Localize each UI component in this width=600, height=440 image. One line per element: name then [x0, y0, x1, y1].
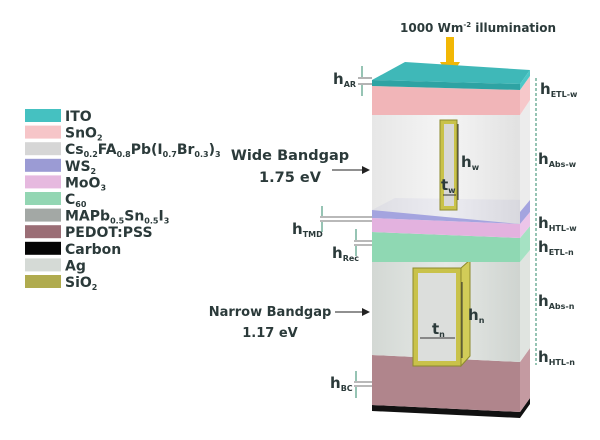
label-h-n: hn	[468, 306, 485, 325]
legend-swatch-carbon	[25, 241, 61, 255]
label-h-tmd: hTMD	[292, 220, 323, 239]
legend-label-narrow-perovskite: MAPb0.5Sn0.5I3	[65, 209, 169, 226]
legend-swatch-narrow-perovskite	[25, 208, 61, 222]
label-h-htl-n: hHTL-n	[538, 348, 575, 367]
legend-swatch-sno2	[25, 125, 61, 139]
label-h-rec: hRec	[332, 244, 359, 263]
label-h-etl-w: hETL-w	[540, 80, 578, 99]
layer-ito	[372, 62, 530, 84]
legend: ITOSnO2Cs0.2FA0.8Pb(I0.7Br0.3)3WS2MoO3C6…	[25, 109, 221, 292]
label-h-abs-n: hAbs-n	[538, 292, 575, 311]
legend-label-ito: ITO	[65, 109, 92, 125]
legend-label-sio2: SiO2	[65, 275, 97, 292]
label-h-w: hw	[461, 153, 480, 172]
label-t-n: tn	[432, 320, 445, 339]
layer-c60	[372, 232, 520, 262]
label-h-abs-w: hAbs-w	[538, 150, 577, 169]
label-h-etl-n: hETL-n	[538, 238, 574, 257]
label-h-bc: hBC	[330, 374, 353, 393]
legend-label-ws2: WS2	[65, 159, 96, 176]
extension-lines	[320, 66, 372, 398]
legend-swatch-wide-perovskite	[25, 142, 61, 156]
wide-bandgap-title: Wide Bandgap	[231, 148, 349, 164]
label-h-ar: hAR	[333, 70, 356, 89]
device-stack	[372, 62, 530, 418]
wide-bandgap-value: 1.75 eV	[259, 170, 322, 186]
wide-arrow-icon	[332, 166, 370, 174]
legend-swatch-ws2	[25, 158, 61, 172]
legend-label-carbon: Carbon	[65, 242, 121, 258]
narrow-sio2-box	[412, 258, 471, 368]
narrow-bandgap-value: 1.17 eV	[242, 326, 297, 341]
legend-swatch-ito	[25, 109, 61, 122]
layer-sno2	[372, 86, 520, 115]
illumination-label: 1000 Wm-2 illumination	[400, 21, 556, 35]
legend-label-wide-perovskite: Cs0.2FA0.8Pb(I0.7Br0.3)3	[65, 142, 221, 159]
label-h-htl-w: hHTL-w	[538, 214, 577, 233]
legend-label-ag: Ag	[65, 258, 86, 274]
legend-label-c60: C60	[65, 192, 87, 209]
narrow-bandgap-title: Narrow Bandgap	[209, 305, 332, 320]
legend-swatch-ag	[25, 258, 61, 272]
layer-pedot-pss	[372, 355, 520, 412]
legend-swatch-pedot-pss	[25, 225, 61, 239]
legend-swatch-c60	[25, 192, 61, 205]
layer-moo3	[372, 218, 520, 238]
wide-sio2-rod	[439, 119, 459, 211]
label-t-w: tw	[441, 176, 456, 195]
legend-label-moo3: MoO3	[65, 175, 106, 192]
narrow-arrow-icon	[335, 308, 370, 316]
legend-swatch-sio2	[25, 275, 61, 288]
legend-label-sno2: SnO2	[65, 126, 103, 143]
legend-swatch-moo3	[25, 175, 61, 189]
legend-label-pedot-pss: PEDOT:PSS	[65, 225, 153, 241]
